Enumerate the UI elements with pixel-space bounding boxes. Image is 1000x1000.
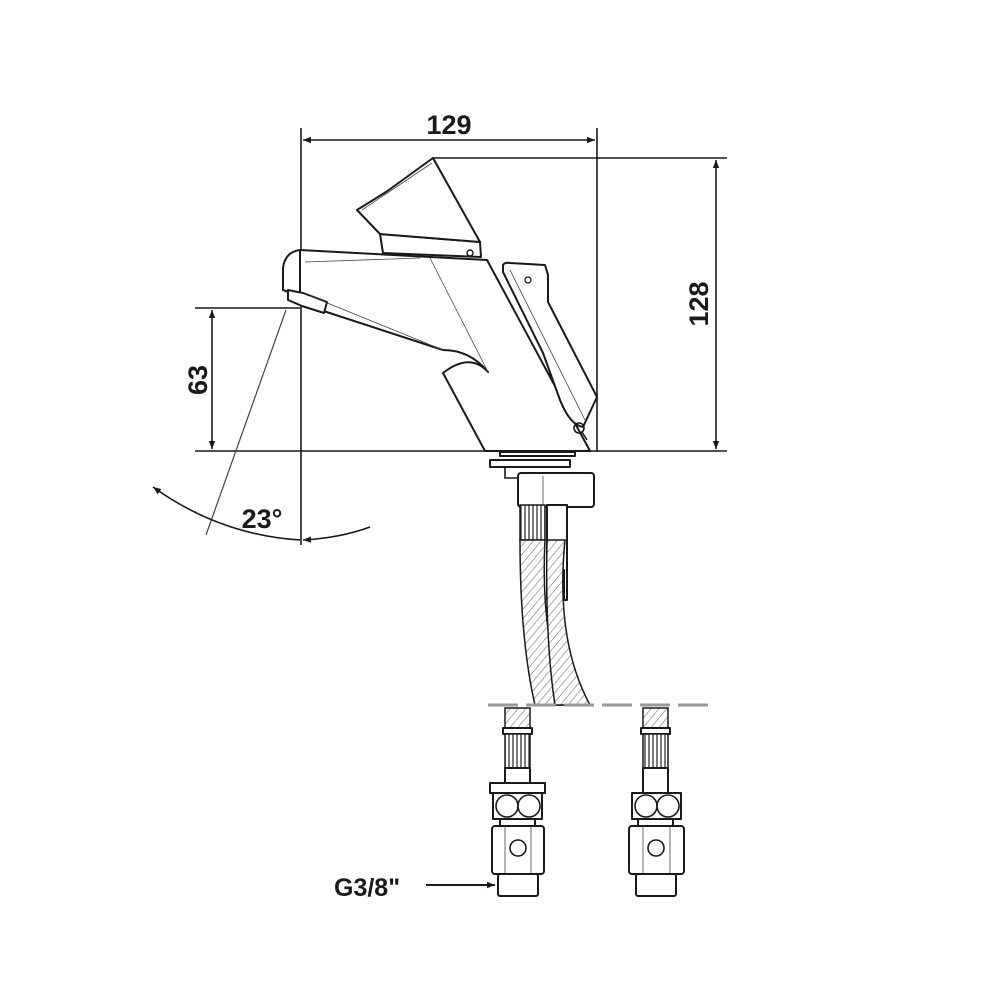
spout-height-dimension: 63 [183,310,216,449]
spout-height-label: 63 [183,365,213,395]
width-label: 129 [426,110,471,140]
thread-callout: G3/8" [334,874,495,902]
connector-right [628,707,685,897]
height-label: 128 [684,281,714,326]
extension-lines [195,128,727,545]
width-dimension: 129 [303,110,595,144]
supply-hoses [519,504,592,706]
thread-label: G3/8" [334,874,400,902]
lever-handle [356,157,482,258]
logo-icon [573,422,588,441]
angle-label: 23° [242,504,283,534]
angle-dimension: 23° [152,309,371,543]
connector-left [489,707,546,897]
height-dimension: 128 [684,160,720,449]
faucet-body [282,249,591,452]
rear-lever [502,261,598,428]
